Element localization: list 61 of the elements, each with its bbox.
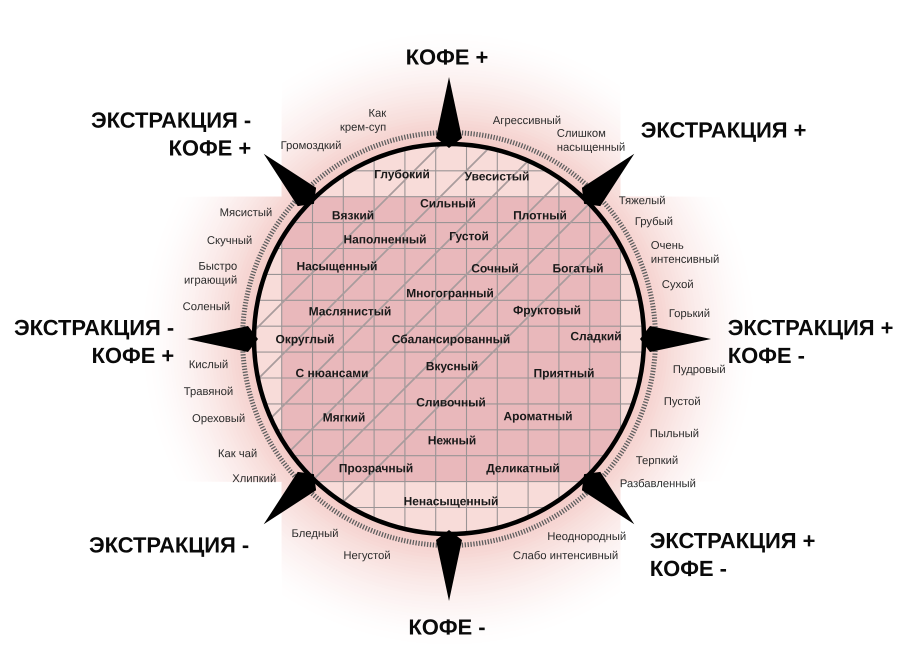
ring-term: Сухой <box>662 280 693 290</box>
grid-term: Насыщенный <box>297 261 377 273</box>
ring-term: Бледный <box>292 528 338 540</box>
direction-label: КОФЕ - <box>410 619 485 635</box>
ring-term: Хлипкий <box>232 474 276 482</box>
grid-term: Сладкий <box>570 331 621 343</box>
grid-term: Сбалансированный <box>392 334 510 346</box>
ring-term: Очень интенсивный <box>651 241 719 263</box>
grid-term: Глубокий <box>374 169 429 181</box>
ring-term: Слабо интенсивный <box>513 550 618 560</box>
ring-term: Травяной <box>184 386 232 398</box>
ring-term: Как чай <box>218 448 256 458</box>
grid-term: Увесистый <box>464 172 529 180</box>
grid-term: Вязкий <box>332 210 374 220</box>
grid-term: Прозрачный <box>340 463 412 475</box>
grid-term: Сочный <box>472 264 518 272</box>
grid-term: Многогранный <box>407 288 493 300</box>
ring-term: Неоднородный <box>548 532 626 542</box>
ring-term: Терпкий <box>636 456 678 466</box>
direction-label: ЭКСТРАКЦИЯ + КОФЕ - <box>728 320 893 364</box>
ring-term: Ореховый <box>192 414 244 424</box>
grid-term: Маслянистый <box>310 306 390 316</box>
ring-term: Мясистый <box>220 208 272 216</box>
ring-term: Пудровый <box>674 364 725 376</box>
ring-term: Как крем-суп <box>340 109 386 133</box>
grid-term: Сливочный <box>416 398 485 406</box>
ring-term: Горький <box>670 308 710 320</box>
grid-term: Мягкий <box>324 412 364 422</box>
grid-term: Густой <box>450 231 488 243</box>
ring-term: Громоздкий <box>282 140 341 152</box>
grid-term: Плотный <box>514 210 566 220</box>
grid-term: Нежный <box>428 436 476 444</box>
ring-term: Соленый <box>183 302 230 310</box>
ring-term: Слишком насыщенный <box>557 128 624 154</box>
grid-term: Вкусный <box>426 361 478 373</box>
grid-term: Богатый <box>553 264 603 272</box>
grid-term: Приятный <box>534 368 594 380</box>
direction-label: ЭКСТРАКЦИЯ + КОФЕ - <box>650 532 815 576</box>
ring-term: Скучный <box>208 236 252 246</box>
direction-label: ЭКСТРАКЦИЯ - <box>90 537 248 557</box>
grid-term: Фруктовый <box>513 305 580 317</box>
ring-term: Пустой <box>664 396 700 408</box>
ring-term: Негустой <box>344 550 390 562</box>
grid-term: Округлый <box>276 334 334 346</box>
ring-term: Агрессивный <box>492 116 560 126</box>
ring-term: Быстро играющий <box>184 262 237 286</box>
grid-term: Ароматный <box>504 411 572 423</box>
grid-term: С нюансами <box>296 368 368 378</box>
grid-term: Сильный <box>420 198 476 208</box>
ring-term: Грубый <box>636 216 672 228</box>
grid-term: Ненасыщенный <box>404 496 498 508</box>
direction-label: КОФЕ + <box>407 49 488 65</box>
direction-label: ЭКСТРАКЦИЯ + <box>641 122 806 142</box>
grid-term: Деликатный <box>486 463 559 475</box>
ring-term: Разбавленный <box>620 478 696 488</box>
ring-term: Тяжелый <box>619 196 665 204</box>
ring-term: Кислый <box>190 360 228 368</box>
grid-term: Наполненный <box>344 234 426 244</box>
direction-label: ЭКСТРАКЦИЯ - КОФЕ + <box>14 320 174 364</box>
direction-label: ЭКСТРАКЦИЯ - КОФЕ + <box>92 112 250 156</box>
ring-term: Пыльный <box>650 428 698 438</box>
